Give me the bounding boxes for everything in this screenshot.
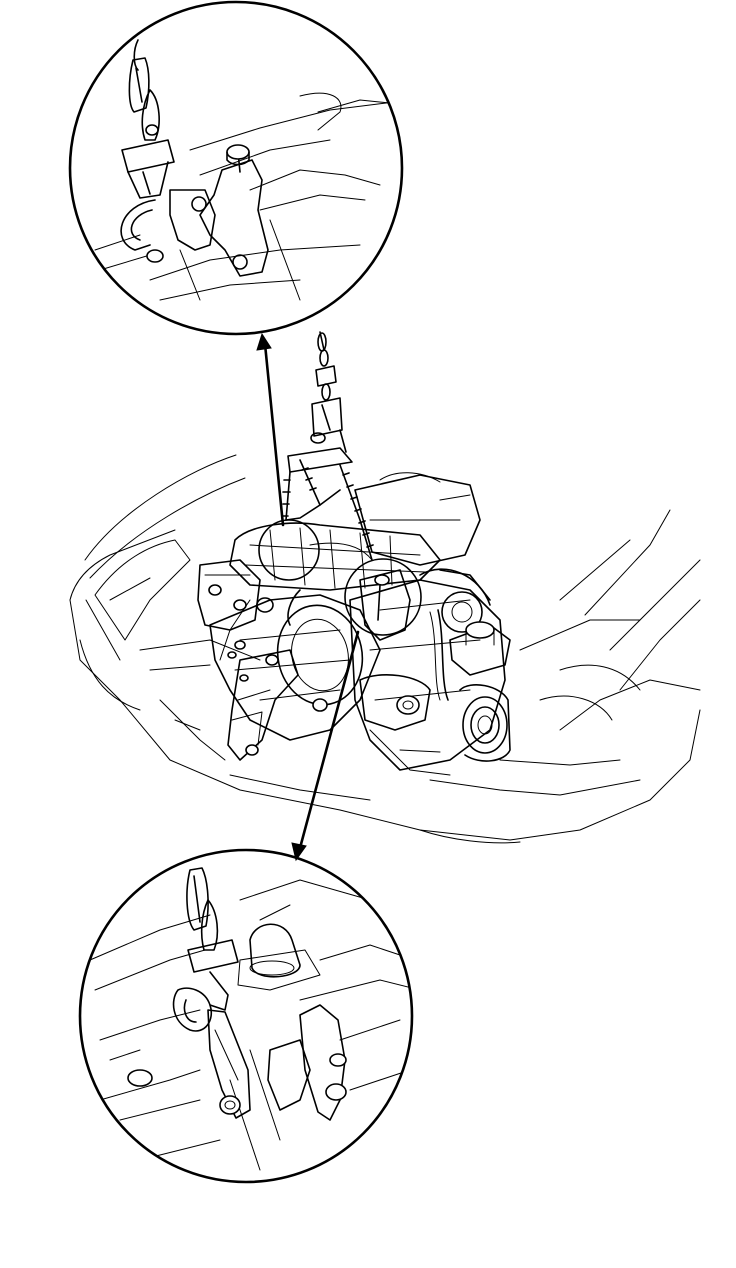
lower-detail-callout bbox=[78, 848, 414, 1184]
upper-leader-arrowhead bbox=[256, 332, 272, 351]
upper-leader-line bbox=[263, 342, 285, 527]
lower-detail-content bbox=[89, 867, 412, 1171]
lower-detail-circle bbox=[78, 848, 414, 1184]
engine-assembly bbox=[197, 472, 511, 776]
upper-detail-circle bbox=[68, 0, 404, 336]
lower-leader-line bbox=[298, 630, 360, 850]
upper-detail-content bbox=[94, 39, 402, 301]
upper-hook-point-marker bbox=[258, 519, 320, 581]
car-body bbox=[69, 454, 701, 844]
upper-detail-callout bbox=[68, 0, 404, 336]
lower-leader-arrowhead bbox=[291, 842, 307, 862]
leader-lines bbox=[256, 332, 360, 862]
hoist-chain bbox=[282, 331, 374, 561]
lower-hook-point-marker bbox=[344, 558, 422, 636]
